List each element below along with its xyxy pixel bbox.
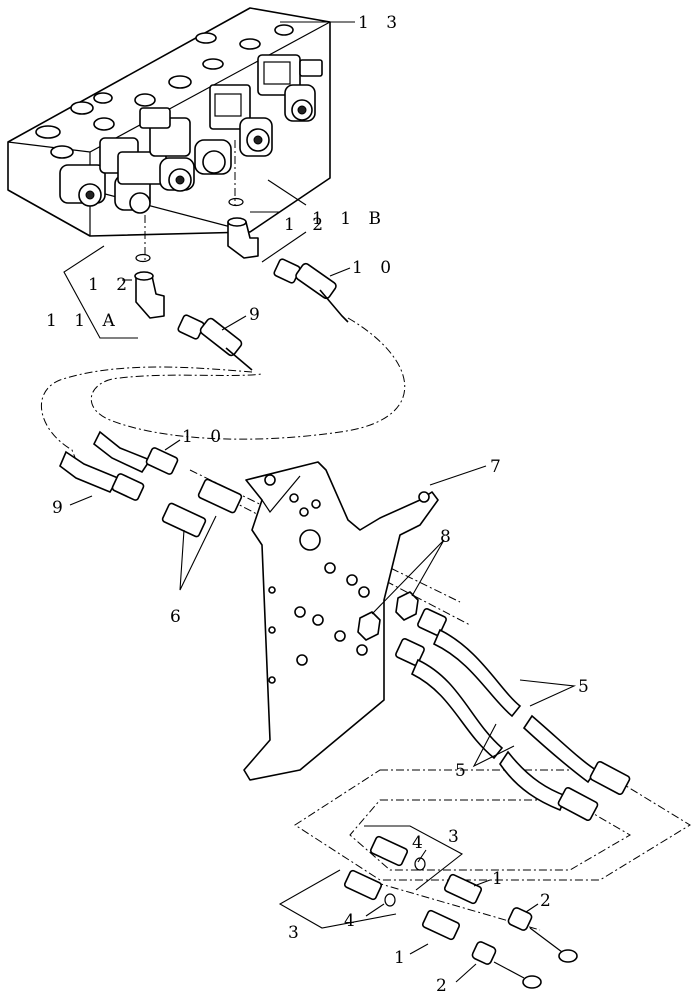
elbow-fitting-11b: 1 2 1 1 B xyxy=(227,140,387,263)
callout-3-left: 3 xyxy=(288,923,305,943)
hose-9-middle: 9 xyxy=(52,450,145,518)
hose-10-middle: 1 0 xyxy=(92,427,227,475)
o-ring-12-left xyxy=(135,253,151,263)
callout-8: 8 xyxy=(440,527,457,547)
callout-1-right: 1 xyxy=(492,869,509,889)
mounting-bracket-7: 7 xyxy=(243,457,507,781)
coupler-set-right: 3 4 1 2 xyxy=(364,825,578,963)
hose-10-upper: 1 0 xyxy=(273,258,397,323)
callout-1-left: 1 xyxy=(394,948,411,968)
solenoid-valves xyxy=(59,54,323,214)
callout-4-left: 4 xyxy=(344,911,361,931)
hoses-5: 5 5 xyxy=(395,608,631,822)
callout-10-top: 1 0 xyxy=(352,258,397,278)
valve-manifold-block: 1 3 xyxy=(7,7,403,237)
callout-5-left: 5 xyxy=(455,761,472,781)
callout-5-right: 5 xyxy=(578,677,595,697)
callout-10-mid: 1 0 xyxy=(182,427,227,447)
lock-nuts-8: 8 xyxy=(357,527,457,641)
callout-2-right: 2 xyxy=(540,891,557,911)
callout-12-left: 1 2 xyxy=(88,275,133,295)
o-ring-12-right xyxy=(228,197,244,207)
bulkhead-fittings-6: 6 xyxy=(161,478,243,627)
callout-9-top: 9 xyxy=(249,305,266,325)
callout-12-right: 1 2 xyxy=(284,215,329,235)
callout-11a: 1 1 A xyxy=(46,311,121,331)
callout-2-left: 2 xyxy=(436,976,453,996)
hose-9-upper: 9 xyxy=(177,305,266,371)
manifold-ports xyxy=(35,24,294,159)
callout-3-right: 3 xyxy=(448,827,465,847)
callout-9-left: 9 xyxy=(52,498,69,518)
coupler-set-left: 3 4 1 2 xyxy=(278,869,542,996)
callout-4-right: 4 xyxy=(412,833,429,853)
callout-6: 6 xyxy=(170,607,187,627)
elbow-fitting-11a: 1 2 1 1 A xyxy=(46,215,165,339)
callout-13: 1 3 xyxy=(358,13,403,33)
callout-11b: 1 1 B xyxy=(312,209,387,229)
callout-7: 7 xyxy=(490,457,507,477)
